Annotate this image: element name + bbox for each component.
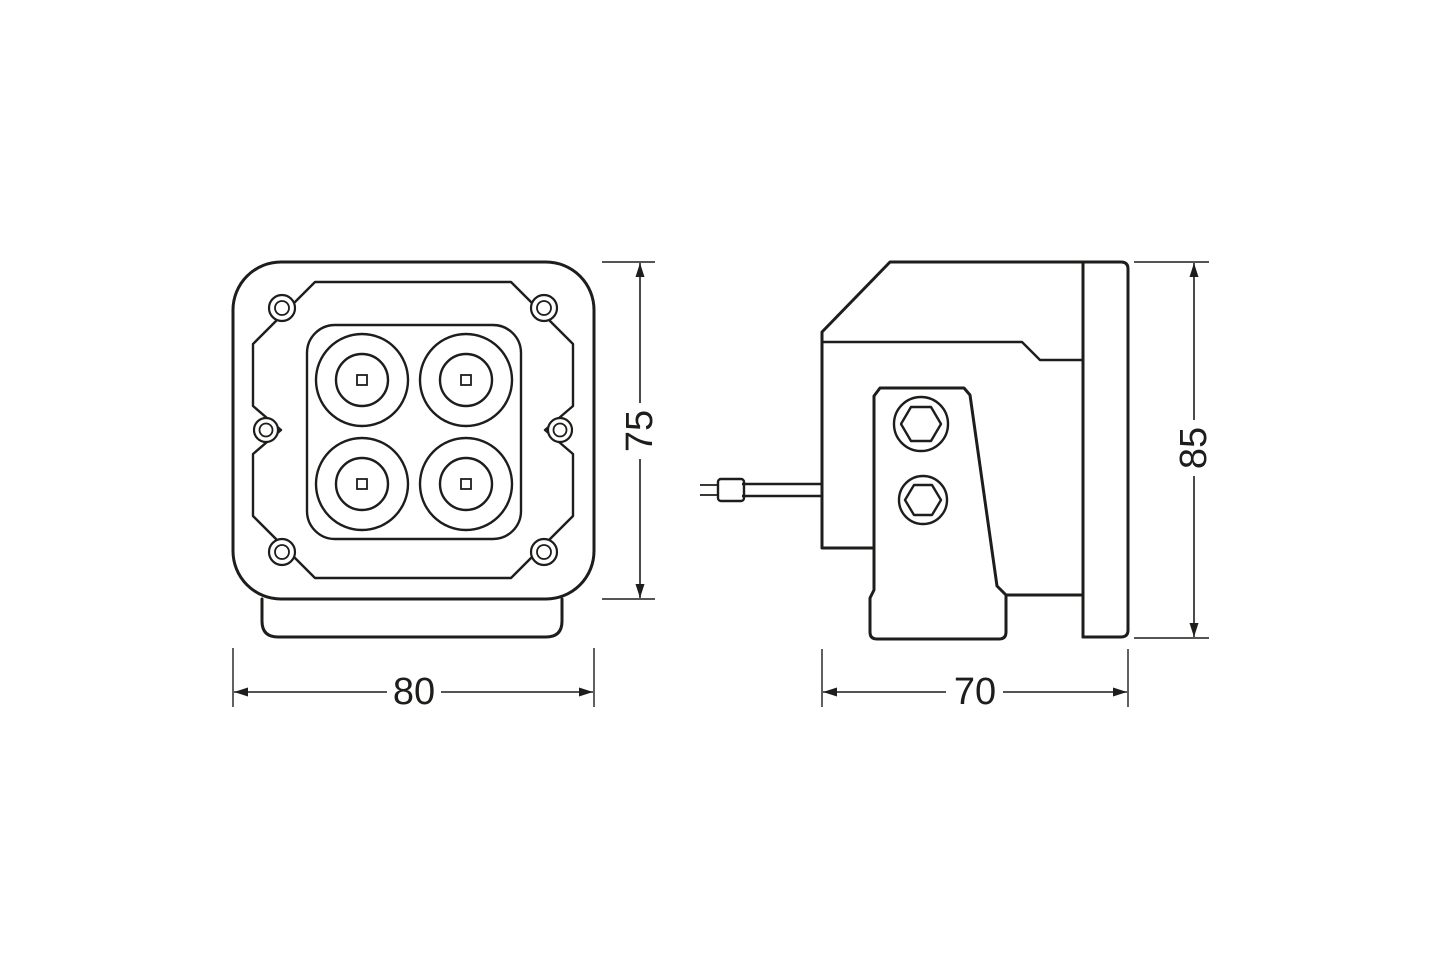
side-top-step-line [822, 340, 1083, 362]
screw-top-right [529, 293, 559, 323]
arrowhead-up [1189, 263, 1199, 277]
front-view [231, 260, 596, 639]
side-view [700, 260, 1130, 641]
side-housing-outline [820, 260, 1130, 639]
screw-middle-right [546, 416, 574, 444]
arrowhead-up [635, 263, 645, 277]
arrowhead-right [1113, 687, 1127, 697]
front-housing-outline [231, 260, 596, 601]
front-lens-panel [305, 323, 523, 541]
led-top-right [418, 332, 514, 428]
screw-middle-left [252, 416, 280, 444]
dimension-side-height: 85 [1134, 261, 1215, 639]
arrowhead-right [579, 687, 593, 697]
arrowhead-left [823, 687, 837, 697]
bezel-screws [252, 293, 574, 567]
led-bottom-right [418, 436, 514, 532]
front-mounting-base [260, 597, 564, 639]
dimension-front-width: 80 [232, 648, 595, 713]
arrowhead-down [1189, 623, 1199, 637]
wire-lead [700, 477, 822, 503]
wire-connector [716, 477, 746, 503]
screw-bottom-right [529, 537, 559, 567]
arrowhead-down [635, 584, 645, 598]
arrowhead-left [234, 687, 248, 697]
led-bottom-left [314, 436, 410, 532]
screw-top-left [267, 293, 297, 323]
screw-bottom-left [267, 537, 297, 567]
front-bezel-contour [251, 280, 575, 580]
side-depth-label: 70 [954, 671, 996, 713]
led-array [314, 332, 514, 532]
hex-bolt-upper [892, 395, 950, 453]
dimension-front-height: 75 [602, 261, 661, 600]
led-top-left [314, 332, 410, 428]
front-width-label: 80 [393, 671, 435, 713]
side-height-label: 85 [1173, 427, 1215, 469]
dimension-side-depth: 70 [821, 649, 1129, 713]
hex-bolt-lower [897, 474, 949, 526]
front-height-label: 75 [619, 410, 661, 452]
